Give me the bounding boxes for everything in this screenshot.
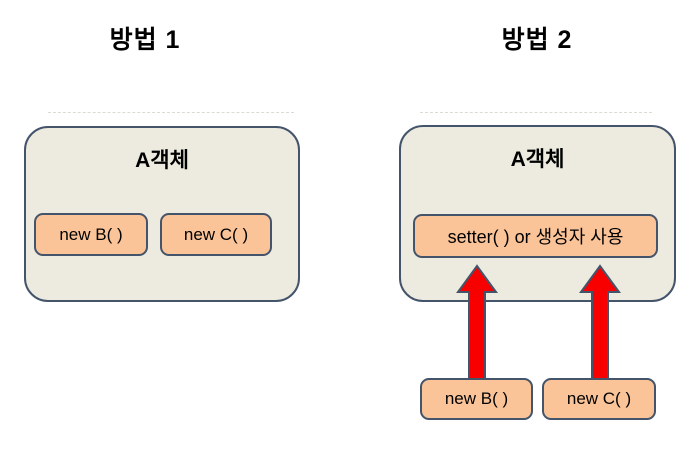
method1-title: 방법 1 xyxy=(109,26,181,54)
method2-title: 방법 2 xyxy=(501,26,573,54)
method2-a-object-label: A객체 xyxy=(510,148,565,171)
method1-new-c-node: new C( ) xyxy=(160,213,272,256)
method2-new-c-node: new C( ) xyxy=(542,378,656,420)
method1-new-b-node: new B( ) xyxy=(34,213,148,256)
method2-new-b-node: new B( ) xyxy=(420,378,533,420)
method2-setter-node: setter( ) or 생성자 사용 xyxy=(413,214,658,258)
faint-guide-line-left xyxy=(48,112,294,113)
method2-a-object-container: A객체 xyxy=(399,125,676,302)
faint-guide-line-right xyxy=(420,112,652,113)
method1-a-object-label: A객체 xyxy=(135,149,189,172)
